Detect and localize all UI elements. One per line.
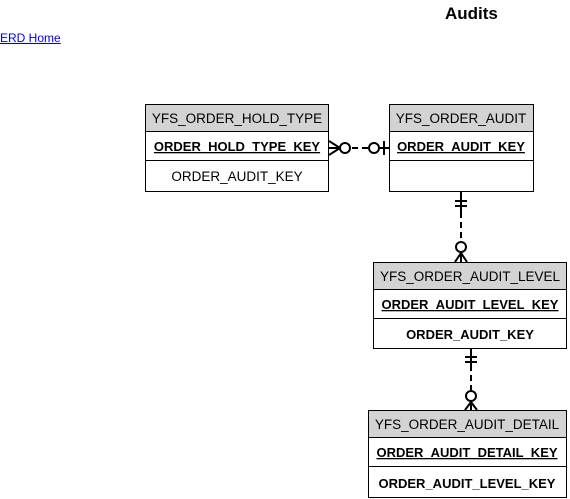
entity-key-section: [145, 131, 329, 161]
entity-name: YFS_ORDER_AUDIT_DETAIL: [375, 417, 560, 432]
relationship-audit-level-to-audit-detail: [464, 349, 478, 411]
entity-yfs-order-hold-type[interactable]: YFS_ORDER_HOLD_TYPE ORDER_HOLD_TYPE_KEY …: [145, 104, 329, 192]
entity-header: [145, 104, 329, 132]
entity-header: [373, 262, 567, 290]
entity-yfs-order-audit-detail[interactable]: YFS_ORDER_AUDIT_DETAIL ORDER_AUDIT_DETAI…: [368, 410, 567, 498]
primary-key: ORDER_AUDIT_LEVEL_KEY: [382, 297, 559, 312]
erd-home-link[interactable]: ERD Home: [0, 31, 61, 45]
entity-key-section: [368, 437, 567, 467]
entity-name: YFS_ORDER_HOLD_TYPE: [152, 111, 322, 126]
foreign-key: ORDER_AUDIT_KEY: [171, 169, 302, 184]
entity-field-section: [368, 466, 567, 498]
entity-field-section: [389, 160, 534, 192]
entity-header: [368, 410, 567, 438]
entity-header: [389, 104, 534, 132]
relationship-hold-type-to-audit: [328, 140, 389, 156]
entity-field-section: [145, 160, 329, 192]
entity-yfs-order-audit[interactable]: YFS_ORDER_AUDIT ORDER_AUDIT_KEY: [389, 104, 534, 192]
foreign-key: ORDER_AUDIT_LEVEL_KEY: [379, 476, 556, 491]
foreign-key: ORDER_AUDIT_KEY: [406, 327, 534, 342]
entity-name: YFS_ORDER_AUDIT_LEVEL: [380, 269, 561, 284]
relationship-audit-to-audit-level: [454, 192, 468, 263]
primary-key: ORDER_HOLD_TYPE_KEY: [154, 139, 320, 154]
entity-field-section: [373, 318, 567, 349]
primary-key: ORDER_AUDIT_DETAIL_KEY: [376, 445, 557, 460]
primary-key: ORDER_AUDIT_KEY: [397, 139, 525, 154]
entity-name: YFS_ORDER_AUDIT: [396, 111, 527, 126]
entity-yfs-order-audit-level[interactable]: YFS_ORDER_AUDIT_LEVEL ORDER_AUDIT_LEVEL_…: [373, 262, 567, 349]
page-title: Audits: [445, 4, 498, 23]
